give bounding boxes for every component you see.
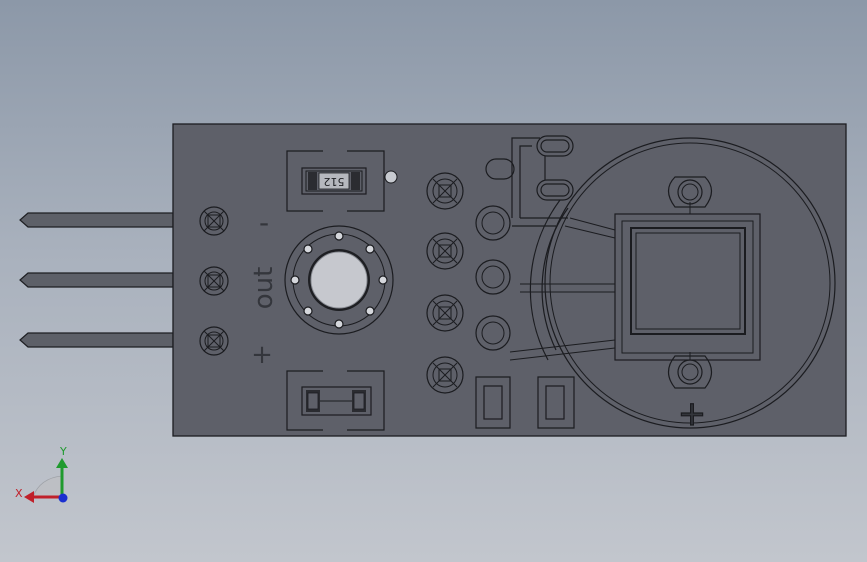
header-pad-3	[199, 326, 229, 356]
y-axis-arrow-icon	[56, 458, 68, 468]
silk-plus-right-label: +	[678, 394, 707, 434]
silk-out-label: out	[249, 267, 279, 310]
header-pad-1	[199, 206, 229, 236]
x-axis-label: X	[15, 487, 23, 500]
th-pad-2	[426, 232, 464, 270]
header-pin-2	[19, 272, 174, 288]
trace-connector	[485, 135, 574, 227]
triad-plane-shade	[32, 475, 63, 498]
led-dot	[384, 170, 398, 184]
mounting-hole[interactable]	[284, 225, 394, 335]
sensor-element[interactable]	[509, 137, 836, 429]
smd-component-bottom[interactable]	[286, 370, 385, 431]
th-pad-4	[426, 356, 464, 394]
header-pins	[19, 212, 174, 348]
z-axis-dot-icon	[58, 493, 68, 503]
y-axis-label: Y	[59, 445, 67, 458]
x-axis-arrow-icon	[24, 491, 34, 503]
silk-plus-label: +	[251, 340, 273, 370]
via-ring	[290, 231, 388, 329]
header-pads	[199, 206, 229, 356]
th-pad-column	[426, 172, 464, 394]
sensor-pad-bottom	[667, 355, 713, 389]
smd-resistor-top[interactable]: 512	[286, 150, 398, 212]
round-pads	[475, 205, 511, 351]
th-pad-3	[426, 294, 464, 332]
sensor-pad-top	[667, 176, 713, 208]
silk-minus-label: -	[259, 206, 269, 239]
th-pad-1	[426, 172, 464, 210]
header-pin-3	[19, 332, 174, 348]
resistor-code-label: 512	[324, 175, 345, 188]
axis-triad[interactable]: Y X	[15, 445, 68, 503]
header-pad-2	[199, 266, 229, 296]
rect-pads	[475, 376, 575, 429]
header-pin-1	[19, 212, 174, 228]
